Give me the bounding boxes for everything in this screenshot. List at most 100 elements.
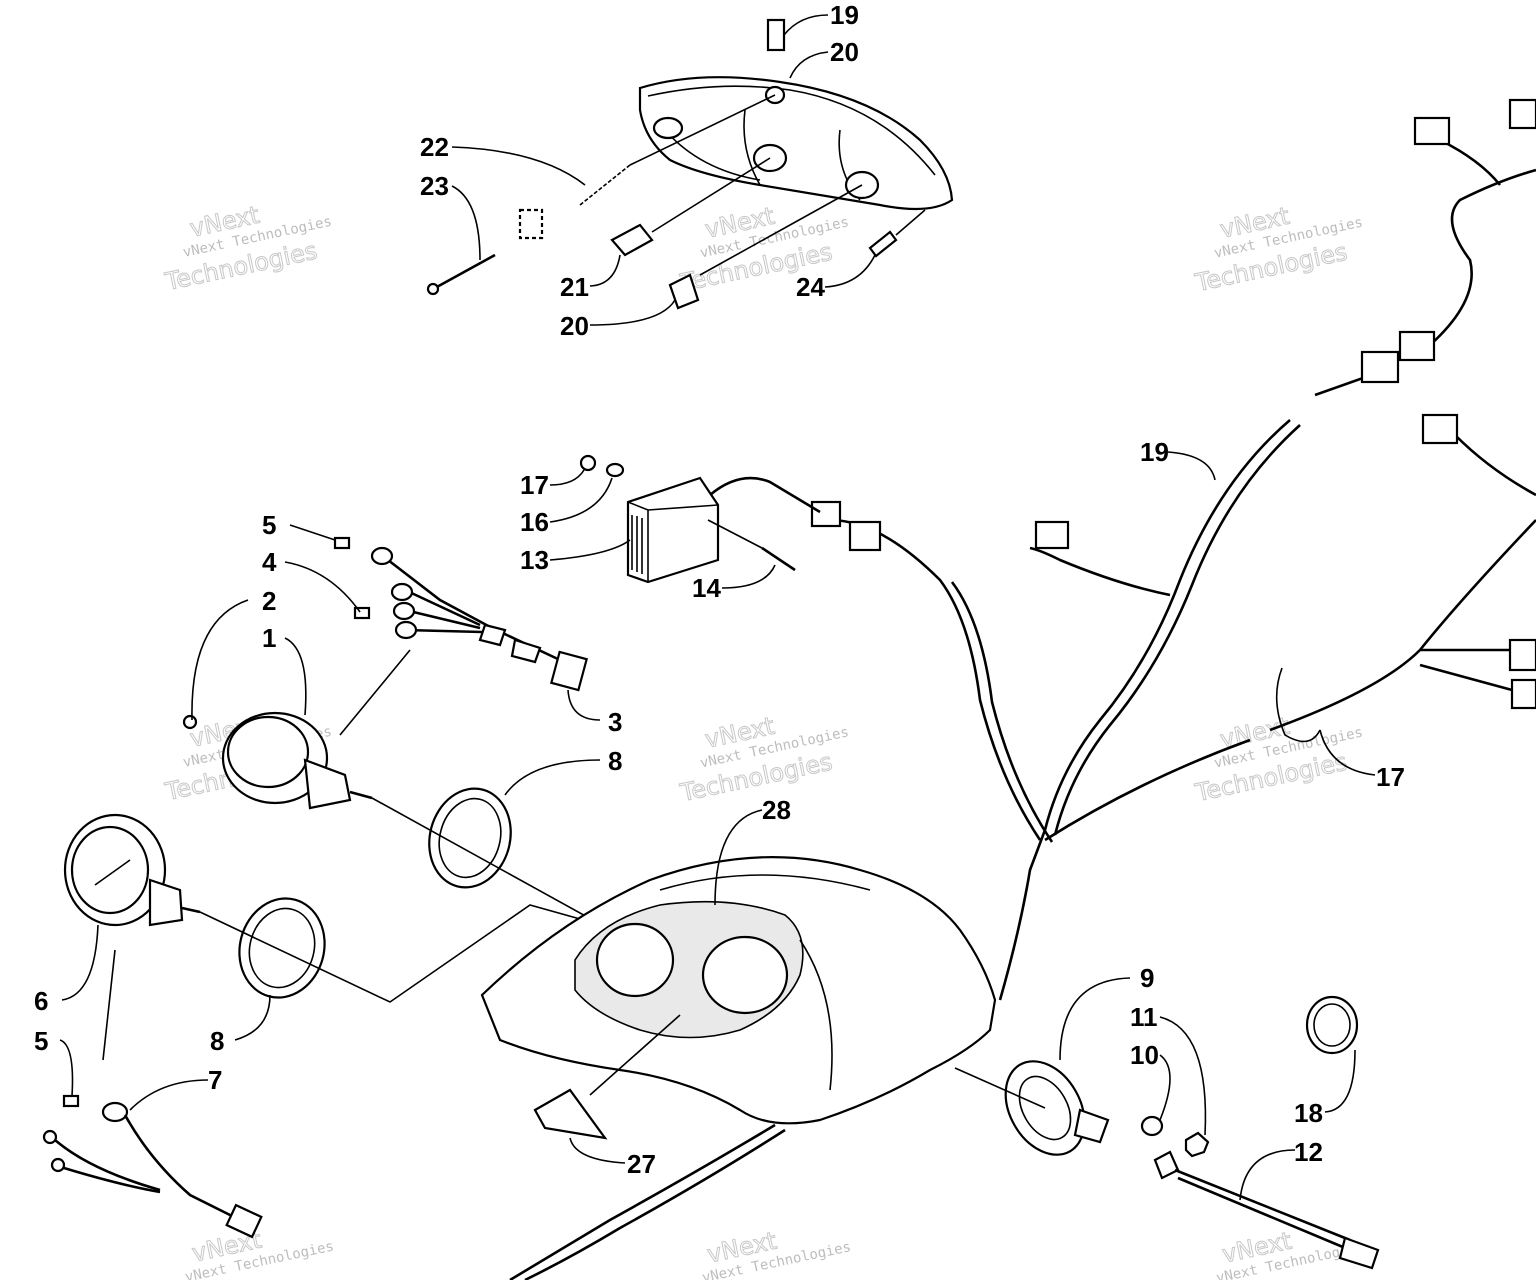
- speedo-cable-assembly: [954, 995, 1380, 1270]
- callout-23: 21: [560, 272, 589, 302]
- harness-branch: [1044, 738, 1251, 842]
- callout-16: 13: [520, 545, 549, 575]
- gauge-face: [70, 825, 150, 915]
- callout-labels: 19 20 22 23 21 20 24 17 16 13 14 5 4 2 1…: [34, 0, 1405, 1179]
- bulb-part-5: [62, 1094, 80, 1108]
- dash-gauge-opening: [595, 922, 675, 998]
- leader-line: [1324, 1049, 1356, 1113]
- pin-part-26: [868, 230, 898, 258]
- harness-branch: [950, 581, 1054, 843]
- leader-line: [284, 561, 361, 613]
- nut-part-11: [1184, 1131, 1210, 1158]
- leader-line: [589, 1014, 681, 1096]
- callout-20: 19: [830, 0, 859, 30]
- watermark-mid-mid: vNext vNext Technologies Technologies: [677, 711, 851, 807]
- harness-connector: [1508, 98, 1536, 130]
- gauge-body: [148, 878, 184, 927]
- leader-line: [59, 1039, 74, 1097]
- harness-connector: [1398, 330, 1436, 362]
- gauge-wire: [404, 628, 483, 634]
- callout-13: 17: [1376, 762, 1405, 792]
- harness-main: [998, 419, 1291, 1001]
- callout-10: 10: [1130, 1040, 1159, 1070]
- leader-line: [714, 809, 763, 906]
- callout-4: 4: [262, 547, 277, 577]
- leader-line: [783, 14, 829, 36]
- harness-connector: [1413, 116, 1451, 146]
- socket-part: [390, 582, 414, 602]
- callout-19: 17: [520, 470, 549, 500]
- callout-6: 6: [34, 986, 48, 1016]
- leader-line: [549, 469, 585, 486]
- leader-line: [651, 157, 771, 233]
- leader-line: [234, 994, 271, 1041]
- leader-line: [1059, 977, 1131, 1061]
- wiring-harness: [509, 98, 1536, 1280]
- callout-1: 1: [262, 623, 276, 653]
- leader-line: [284, 637, 307, 716]
- harness-branch: [1419, 663, 1513, 692]
- cable-ferrule: [1338, 1236, 1380, 1270]
- harness-connector: [1034, 520, 1070, 550]
- regulator-assembly: [579, 454, 796, 584]
- housing-stem: [1073, 1108, 1110, 1144]
- nut-dashed: [518, 208, 544, 240]
- callout-leaders: [59, 14, 1376, 1201]
- decal-part-27: [533, 1088, 608, 1140]
- dash-contour: [799, 939, 833, 1091]
- leader-line: [451, 146, 586, 186]
- regulator-part-16: [626, 476, 720, 584]
- callout-8: 8: [210, 1026, 224, 1056]
- harness-connector: [1360, 350, 1400, 384]
- cable-part-12: [1174, 1168, 1351, 1242]
- dash-panel: [480, 856, 997, 1140]
- callout-18: 16: [520, 507, 549, 537]
- harness-branch: [829, 518, 1042, 841]
- harness-branch: [1029, 546, 1171, 597]
- nut-part-19: [579, 454, 597, 472]
- callout-14: 19: [1140, 437, 1169, 467]
- leader-line: [707, 519, 763, 549]
- headlight-rim: [647, 85, 936, 176]
- wire-sleeve: [478, 623, 507, 647]
- harness-connector: [1508, 638, 1536, 672]
- callout-12: 12: [1294, 1137, 1323, 1167]
- callout-26: 24: [796, 272, 825, 302]
- harness-branch: [509, 1123, 776, 1280]
- leader-line: [1159, 1054, 1171, 1121]
- bulb-part-4: [353, 606, 371, 620]
- callout-11: 11: [1130, 1002, 1158, 1032]
- watermark-top-left: vNext vNext Technologies Technologies: [162, 200, 334, 296]
- leader-line: [1319, 729, 1376, 776]
- callout-5: 5: [34, 1026, 48, 1056]
- gauge-wire: [404, 608, 481, 630]
- callout-3: 3: [608, 707, 622, 737]
- leader-line: [721, 564, 776, 589]
- leader-line: [567, 689, 601, 721]
- bezel-inner: [438, 797, 502, 879]
- gauge-assembly: [42, 536, 781, 1239]
- leader-line: [629, 94, 776, 166]
- leader-line: [1239, 1149, 1296, 1201]
- cable-end: [1153, 1150, 1180, 1180]
- watermark-top-right: vNext vNext Technologies Technologies: [1192, 201, 1365, 297]
- washer-part-18: [605, 462, 625, 478]
- callout-27: 27: [627, 1149, 656, 1179]
- harness-branch: [1429, 168, 1536, 346]
- bezel-part-8: [428, 787, 512, 889]
- callout-24: 22: [420, 132, 449, 162]
- callout-13: 18: [1294, 1098, 1323, 1128]
- leader-line: [451, 185, 481, 261]
- gauge-stud: [181, 906, 201, 914]
- housing-inner: [1018, 1075, 1072, 1141]
- headlight-socket: [652, 116, 684, 140]
- wire-sleeve: [510, 638, 542, 664]
- leader-line: [789, 51, 829, 79]
- washer-part-10: [1140, 1115, 1164, 1137]
- gauge-wire: [404, 588, 481, 627]
- leader-line: [824, 254, 876, 288]
- callout-9: 9: [1140, 963, 1154, 993]
- clip-part-20: [766, 18, 786, 52]
- callout-5: 5: [262, 510, 276, 540]
- dash-gauge-opening: [701, 935, 789, 1015]
